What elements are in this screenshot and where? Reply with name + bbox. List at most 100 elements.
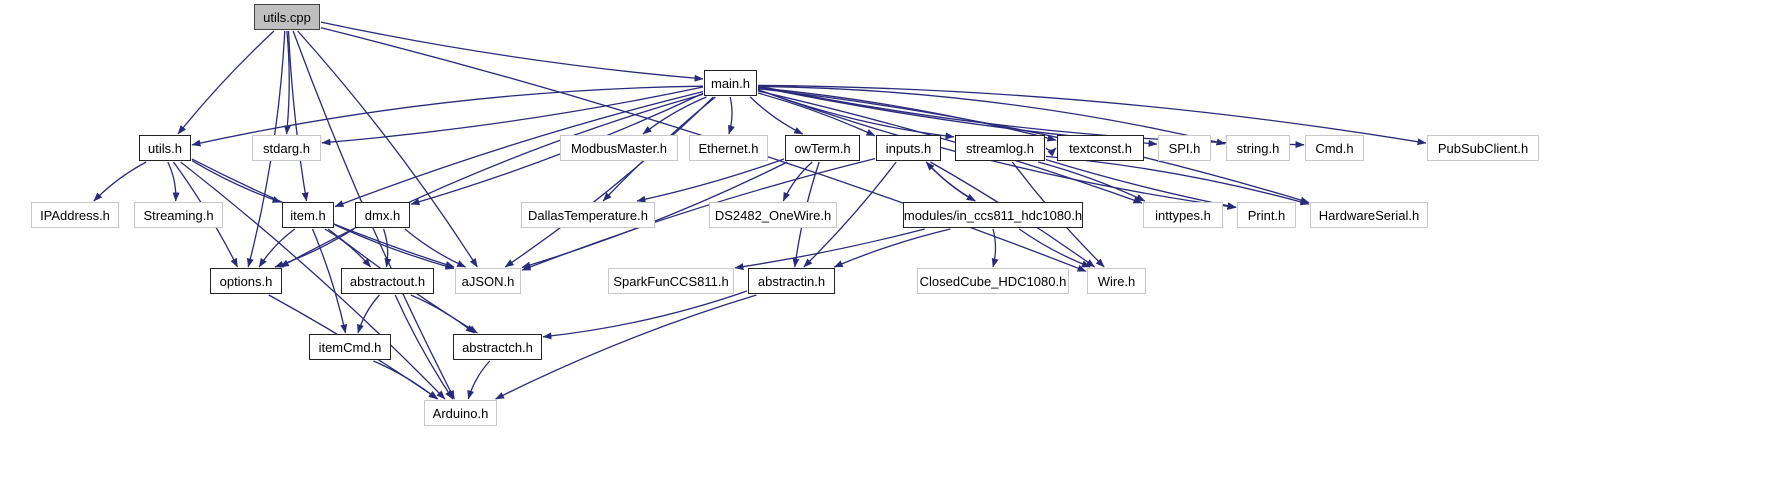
- graph-node-spi-h[interactable]: SPI.h: [1158, 135, 1211, 161]
- graph-edge: [757, 84, 1427, 146]
- graph-edge: [311, 228, 348, 334]
- graph-node-label: item.h: [290, 207, 326, 223]
- graph-node-utils-cpp[interactable]: utils.cpp: [254, 4, 320, 30]
- graph-node-label: utils.cpp: [263, 9, 311, 25]
- graph-edge: [642, 96, 707, 135]
- graph-edge: [757, 87, 1057, 142]
- graph-edge: [357, 294, 380, 334]
- graph-edge: [542, 290, 748, 340]
- graph-edge: [495, 294, 757, 400]
- graph-node-label: inttypes.h: [1155, 207, 1211, 223]
- graph-edge: [925, 161, 976, 202]
- graph-edge: [404, 228, 467, 268]
- graph-node-label: IPAddress.h: [40, 207, 110, 223]
- graph-node-closedcube-h[interactable]: ClosedCube_HDC1080.h: [917, 268, 1069, 294]
- graph-edge: [757, 88, 955, 140]
- graph-node-label: ModbusMaster.h: [570, 140, 668, 156]
- graph-node-abstractin-h[interactable]: abstractin.h: [748, 268, 835, 294]
- graph-node-label: dmx.h: [364, 207, 401, 223]
- graph-node-modbusmaster-h[interactable]: ModbusMaster.h: [560, 135, 678, 161]
- graph-edge: [324, 228, 372, 268]
- graph-node-label: DallasTemperature.h: [528, 207, 648, 223]
- graph-node-item-h[interactable]: item.h: [282, 202, 334, 228]
- graph-edge: [410, 92, 704, 206]
- graph-node-label: string.h: [1236, 140, 1280, 156]
- graph-node-label: abstractout.h: [349, 273, 426, 289]
- graph-node-streamlog-h[interactable]: streamlog.h: [955, 135, 1045, 161]
- graph-edge: [749, 96, 804, 135]
- graph-node-inttypes-h[interactable]: inttypes.h: [1143, 202, 1223, 228]
- graph-edge: [321, 86, 704, 146]
- graph-node-label: Arduino.h: [432, 405, 489, 421]
- graph-node-utils-h[interactable]: utils.h: [139, 135, 191, 161]
- graph-node-wire-h[interactable]: Wire.h: [1087, 268, 1146, 294]
- graph-node-dmx-h[interactable]: dmx.h: [355, 202, 410, 228]
- graph-edge: [191, 160, 282, 203]
- graph-node-string-h[interactable]: string.h: [1226, 135, 1290, 161]
- graph-node-label: abstractch.h: [462, 339, 533, 355]
- graph-node-itemcmd-h[interactable]: itemCmd.h: [309, 334, 391, 360]
- graph-node-abstractch-h[interactable]: abstractch.h: [453, 334, 542, 360]
- graph-node-label: textconst.h: [1069, 140, 1132, 156]
- graph-node-label: Streaming.h: [143, 207, 214, 223]
- graph-edge: [757, 85, 1226, 146]
- graph-edge: [728, 96, 735, 135]
- graph-node-hardwareserial-h[interactable]: HardwareSerial.h: [1310, 202, 1428, 228]
- graph-node-label: Ethernet.h: [698, 140, 759, 156]
- graph-node-inputs-h[interactable]: inputs.h: [876, 135, 941, 161]
- graph-node-label: inputs.h: [885, 140, 932, 156]
- graph-edge: [1018, 228, 1091, 268]
- graph-node-label: itemCmd.h: [318, 339, 382, 355]
- graph-edge: [258, 228, 296, 268]
- graph-node-main-h[interactable]: main.h: [704, 70, 757, 96]
- graph-node-owterm-h[interactable]: owTerm.h: [785, 135, 860, 161]
- graph-node-textconst-h[interactable]: textconst.h: [1057, 135, 1144, 161]
- graph-edge: [297, 30, 478, 268]
- graph-node-pubsubclient-h[interactable]: PubSubClient.h: [1427, 135, 1539, 161]
- graph-edge: [925, 161, 976, 202]
- graph-node-label: main.h: [710, 75, 751, 91]
- graph-node-abstractout-h[interactable]: abstractout.h: [341, 268, 434, 294]
- graph-node-print-h[interactable]: Print.h: [1237, 202, 1296, 228]
- graph-node-label: SparkFunCCS811.h: [613, 273, 729, 289]
- graph-edge: [167, 161, 180, 202]
- graph-edge: [833, 228, 951, 268]
- graph-node-ajson-h[interactable]: aJSON.h: [455, 268, 521, 294]
- graph-node-label: SPI.h: [1168, 140, 1201, 156]
- graph-node-dallastemp-h[interactable]: DallasTemperature.h: [521, 202, 655, 228]
- graph-node-streaming-h[interactable]: Streaming.h: [134, 202, 223, 228]
- graph-node-label: streamlog.h: [966, 140, 1034, 156]
- graph-node-sparkfun-h[interactable]: SparkFunCCS811.h: [608, 268, 734, 294]
- graph-node-ds2482-h[interactable]: DS2482_OneWire.h: [709, 202, 837, 228]
- graph-edge: [734, 228, 925, 271]
- graph-node-arduino-h[interactable]: Arduino.h: [424, 400, 497, 426]
- graph-edge: [287, 30, 309, 202]
- graph-node-label: ClosedCube_HDC1080.h: [919, 273, 1067, 289]
- graph-edge: [757, 92, 876, 137]
- graph-node-label: utils.h: [148, 140, 182, 156]
- graph-node-label: Cmd.h: [1315, 140, 1354, 156]
- graph-node-ipaddress-h[interactable]: IPAddress.h: [31, 202, 119, 228]
- graph-edge: [191, 85, 704, 147]
- graph-edge: [177, 30, 275, 135]
- graph-node-ethernet-h[interactable]: Ethernet.h: [689, 135, 768, 161]
- graph-edge: [757, 88, 1310, 204]
- graph-edge: [1045, 147, 1057, 157]
- graph-edge: [636, 158, 785, 203]
- graph-edge: [382, 228, 392, 268]
- graph-node-stdarg-h[interactable]: stdarg.h: [252, 135, 321, 161]
- graph-edge: [410, 294, 475, 334]
- graph-node-mod-ccs811-h[interactable]: modules/in_ccs811_hdc1080.h: [903, 202, 1083, 228]
- graph-node-options-h[interactable]: options.h: [210, 268, 282, 294]
- graph-node-label: HardwareSerial.h: [1318, 207, 1420, 223]
- graph-edge: [373, 360, 438, 400]
- graph-edge: [93, 161, 147, 202]
- graph-edge: [467, 360, 491, 400]
- graph-node-label: modules/in_ccs811_hdc1080.h: [903, 207, 1083, 223]
- graph-node-cmd-h[interactable]: Cmd.h: [1305, 135, 1364, 161]
- graph-node-label: Wire.h: [1097, 273, 1136, 289]
- graph-edge: [394, 294, 454, 400]
- graph-edge: [334, 90, 704, 208]
- graph-node-label: abstractin.h: [757, 273, 826, 289]
- graph-edge: [334, 224, 455, 270]
